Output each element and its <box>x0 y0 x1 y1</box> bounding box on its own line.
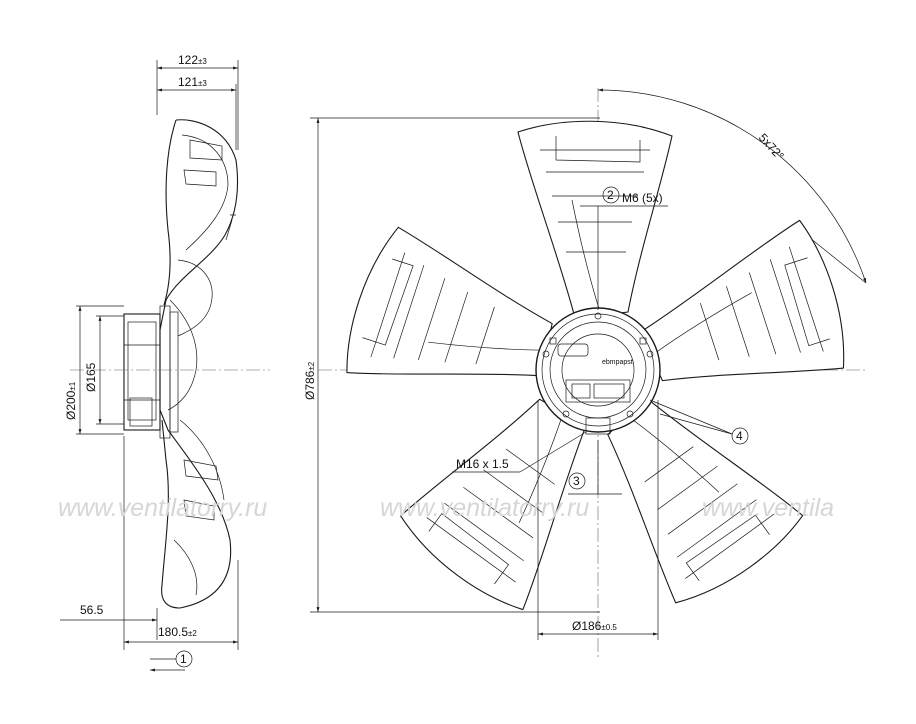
watermark-3: www.ventila <box>702 494 834 522</box>
dim-width-inner: 121±3 <box>178 75 207 89</box>
dim-dia-200: Ø200±1 <box>64 381 78 420</box>
hub <box>535 307 661 435</box>
watermark-2: www.ventilatorry.ru <box>380 494 589 522</box>
dim-dia-786: Ø786±2 <box>303 361 317 400</box>
callout-3-label: 3 <box>573 474 580 488</box>
watermark-1: www.ventilatorry.ru <box>58 494 267 522</box>
callout-1-label: 1 <box>180 652 187 666</box>
dim-56-5: 56.5 <box>80 603 104 617</box>
hub-brand: ebmpapst <box>602 359 633 366</box>
fan-blades <box>346 120 845 611</box>
label-m16: M16 x 1.5 <box>456 457 509 471</box>
callout-4-label: 4 <box>736 429 743 443</box>
dim-dia-165: Ø165 <box>84 362 98 392</box>
dim-width-outer: 122±3 <box>178 53 207 67</box>
dim-180-5: 180.5±2 <box>158 625 197 639</box>
label-m6: M6 (5x) <box>622 191 663 205</box>
callout-2-label: 2 <box>607 188 614 202</box>
side-view <box>60 60 270 672</box>
front-view <box>310 88 868 660</box>
dim-dia-186: Ø186±0.5 <box>572 619 617 633</box>
